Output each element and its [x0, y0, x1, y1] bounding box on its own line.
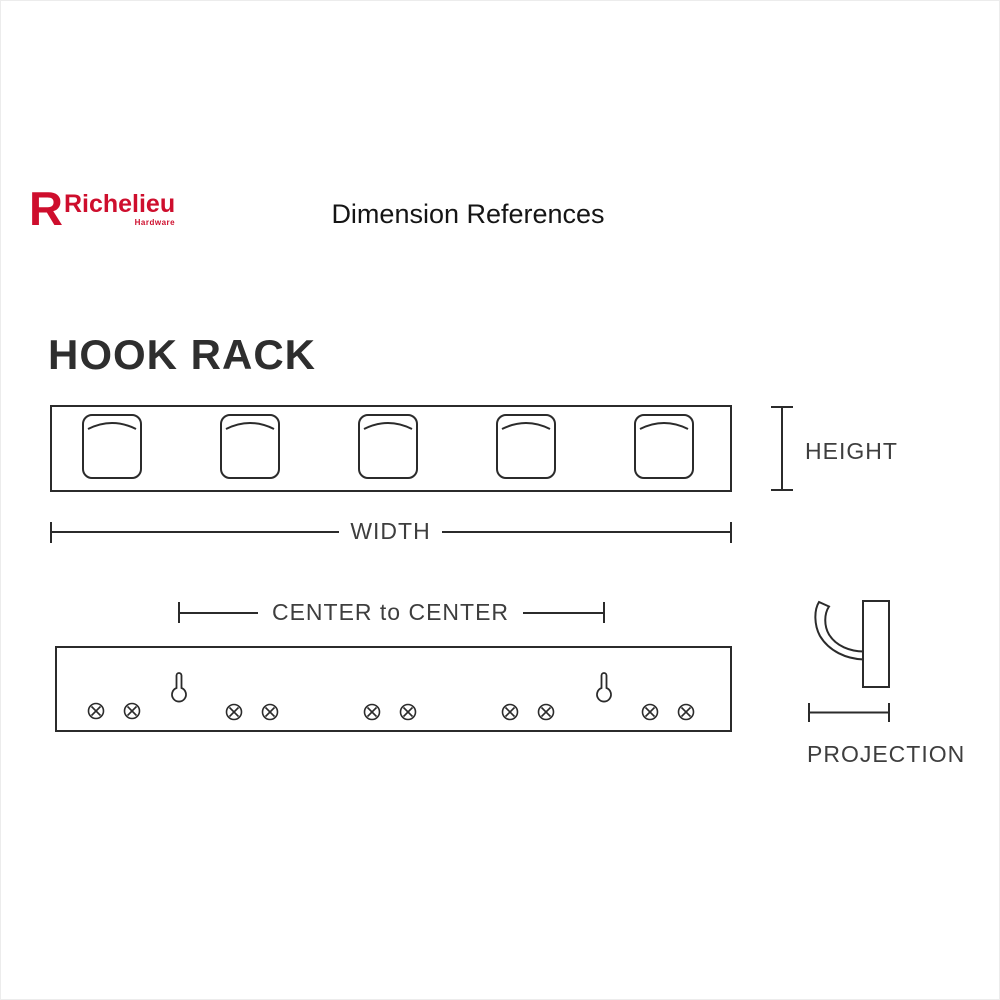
screw-icon — [537, 703, 555, 721]
projection-dimension-lines — [808, 703, 890, 722]
hook-front-icon — [496, 414, 556, 479]
height-dimension-lines — [771, 406, 793, 491]
projection-dimension-label: PROJECTION — [807, 741, 966, 767]
screw-icon — [641, 703, 659, 721]
hook-rack-heading: HOOK RACK — [48, 331, 316, 378]
screw-icon — [123, 702, 141, 720]
screw-icon — [363, 703, 381, 721]
screw-icon — [399, 703, 417, 721]
hook-side-view-drawing — [814, 600, 890, 688]
screw-icon — [261, 703, 279, 721]
screw-icon — [225, 703, 243, 721]
center-to-center-dimension-label: CENTER to CENTER — [271, 599, 510, 625]
hook-front-icon — [358, 414, 418, 479]
screw-icon — [501, 703, 519, 721]
richelieu-logo-mark-icon: R — [29, 182, 63, 235]
logo-sub-text: Hardware — [134, 218, 176, 227]
width-dimension-lines — [50, 522, 732, 543]
hook-profile-curve — [814, 600, 865, 661]
richelieu-logo: R Richelieu Hardware — [29, 182, 176, 235]
keyhole-slot-icon — [596, 672, 612, 703]
richelieu-logo-text: Richelieu Hardware — [63, 189, 176, 228]
screw-icon — [87, 702, 105, 720]
hook-front-icon — [220, 414, 280, 479]
logo-brand-text: Richelieu — [63, 190, 176, 218]
width-dimension-label: WIDTH — [350, 518, 431, 544]
screw-icon — [677, 703, 695, 721]
center-to-center-dimension-lines — [178, 602, 605, 623]
back-view-drawing — [55, 646, 732, 732]
hook-mounting-plate — [862, 600, 890, 688]
hook-front-icon — [634, 414, 694, 479]
hook-front-icon — [82, 414, 142, 479]
rack-back-outline — [55, 646, 732, 732]
page-title: Dimension References — [331, 199, 605, 229]
keyhole-slot-icon — [171, 672, 187, 703]
height-dimension-label: HEIGHT — [805, 438, 898, 464]
front-view-drawing — [50, 405, 732, 492]
screw-icons — [87, 702, 695, 721]
rack-front-outline — [50, 405, 732, 492]
